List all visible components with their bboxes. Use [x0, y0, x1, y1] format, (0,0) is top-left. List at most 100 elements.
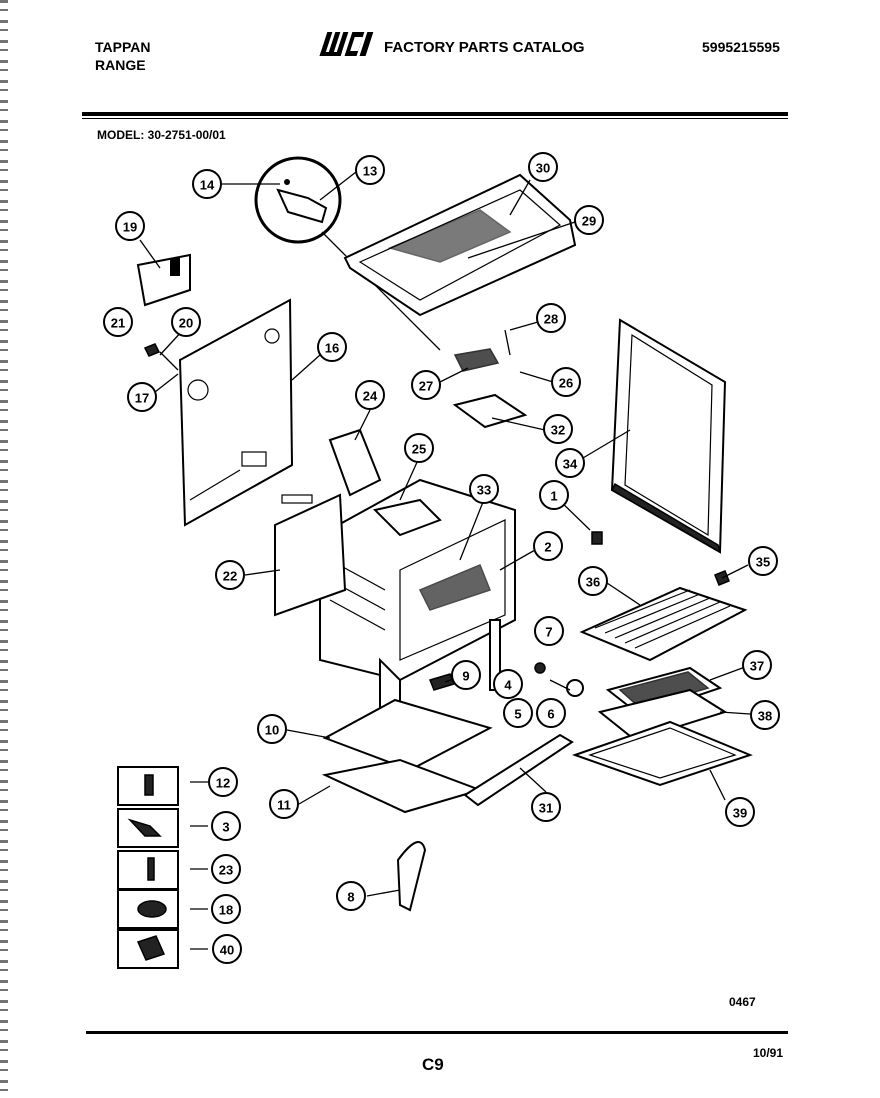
magnifier-detail: [254, 156, 441, 351]
callout-number: 38: [758, 709, 772, 724]
callout-number: 14: [200, 178, 215, 193]
knob-parts: [534, 662, 584, 697]
callout-number: 9: [462, 669, 469, 684]
callout-37: 37: [742, 650, 772, 680]
callout-5: 5: [503, 698, 533, 728]
callout-number: 33: [477, 483, 491, 498]
callout-23: 23: [211, 854, 241, 884]
bracket-9: [428, 673, 456, 691]
callout-4: 4: [493, 669, 523, 699]
callout-number: 2: [544, 540, 551, 555]
callout-32: 32: [543, 414, 573, 444]
callout-14: 14: [192, 169, 222, 199]
catalog-number: 5995215595: [702, 39, 780, 55]
burner-assembly: [328, 428, 442, 537]
bracket-part: [136, 253, 191, 307]
heating-element: [396, 841, 427, 912]
callout-2: 2: [533, 531, 563, 561]
callout-number: 13: [363, 164, 377, 179]
callout-21: 21: [103, 307, 133, 337]
callout-number: 27: [419, 379, 433, 394]
callout-20: 20: [171, 307, 201, 337]
callout-11: 11: [269, 789, 299, 819]
leader-lines: [139, 171, 751, 950]
callout-number: 32: [551, 423, 565, 438]
callout-24: 24: [355, 380, 385, 410]
callout-9: 9: [451, 660, 481, 690]
callout-number: 16: [325, 341, 339, 356]
callout-number: 36: [586, 575, 600, 590]
drawer-rail: [463, 733, 574, 807]
callout-13: 13: [355, 155, 385, 185]
callout-number: 20: [179, 316, 193, 331]
oven-rack: [579, 586, 748, 662]
callout-36: 36: [578, 566, 608, 596]
callout-number: 6: [547, 707, 554, 722]
callout-number: 30: [536, 161, 550, 176]
callout-number: 23: [219, 863, 233, 878]
callout-18: 18: [211, 894, 241, 924]
callout-22: 22: [215, 560, 245, 590]
callout-26: 26: [551, 367, 581, 397]
callout-number: 35: [756, 555, 770, 570]
callout-number: 19: [123, 220, 137, 235]
catalog-date: 10/91: [753, 1046, 784, 1060]
callout-1: 1: [539, 480, 569, 510]
callout-39: 39: [725, 797, 755, 827]
callout-number: 1: [550, 489, 557, 504]
callout-number: 34: [563, 457, 578, 472]
callout-30: 30: [528, 152, 558, 182]
callout-number: 5: [514, 707, 521, 722]
callout-number: 29: [582, 214, 596, 229]
callout-number: 31: [539, 801, 553, 816]
reference-code: 0467: [729, 995, 756, 1009]
valve-parts: [452, 329, 528, 429]
callout-12: 12: [208, 767, 238, 797]
brand-label: TAPPAN: [95, 39, 151, 55]
callout-number: 18: [219, 903, 233, 918]
header-rule-thin: [82, 118, 788, 119]
callout-27: 27: [411, 370, 441, 400]
callout-34: 34: [555, 448, 585, 478]
callout-number: 24: [363, 389, 378, 404]
product-label: RANGE: [95, 57, 146, 73]
callout-7: 7: [534, 616, 564, 646]
page-label: C9: [422, 1055, 444, 1074]
broiler-pans: [571, 666, 753, 787]
callout-29: 29: [574, 205, 604, 235]
callout-number: 3: [222, 820, 229, 835]
callout-38: 38: [750, 700, 780, 730]
scan-edge: [0, 0, 8, 1098]
model-number: MODEL: 30-2751-00/01: [97, 128, 226, 142]
callout-number: 7: [545, 625, 552, 640]
header-rule: [82, 112, 788, 116]
back-panel: [178, 298, 294, 527]
callout-number: 22: [223, 569, 237, 584]
oven-door: [274, 493, 347, 617]
callout-28: 28: [536, 303, 566, 333]
callout-31: 31: [531, 792, 561, 822]
callout-40: 40: [212, 934, 242, 964]
cooktop-panel: [343, 173, 577, 317]
callout-16: 16: [317, 332, 347, 362]
callout-3: 3: [211, 811, 241, 841]
callout-10: 10: [257, 714, 287, 744]
callout-number: 17: [135, 391, 149, 406]
callout-number: 21: [111, 316, 125, 331]
callout-number: 26: [559, 376, 573, 391]
callout-number: 28: [544, 312, 558, 327]
callout-19: 19: [115, 211, 145, 241]
callout-33: 33: [469, 474, 499, 504]
callout-number: 12: [216, 776, 230, 791]
callout-number: 40: [220, 943, 234, 958]
side-panel: [610, 318, 727, 554]
callout-35: 35: [748, 546, 778, 576]
callout-25: 25: [404, 433, 434, 463]
callout-number: 10: [265, 723, 279, 738]
callout-number: 4: [504, 678, 512, 693]
callout-number: 39: [733, 806, 747, 821]
parts-legend-boxes: [117, 766, 179, 969]
wci-logo: [319, 32, 374, 56]
